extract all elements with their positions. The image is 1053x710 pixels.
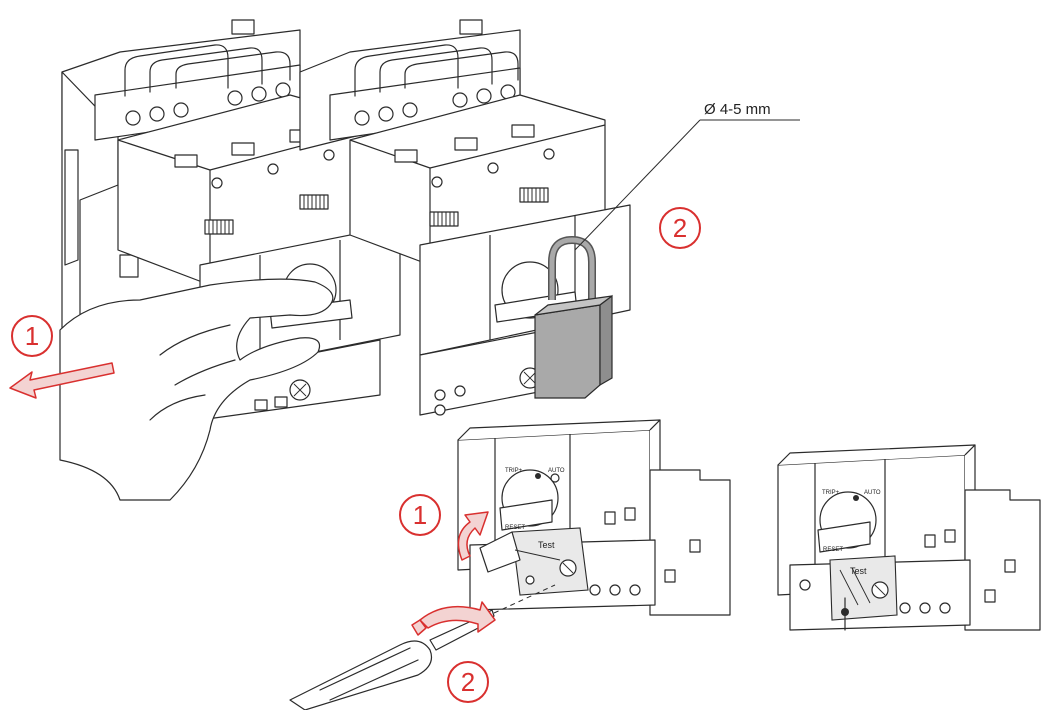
- left-motor-circuit-breaker: [59, 19, 401, 501]
- right-reset-marking: RESET: [823, 547, 843, 553]
- pull-arrow: [9, 362, 115, 399]
- shackle-diameter-label: Ø 4-5 mm: [704, 101, 771, 118]
- callout-top-left-number: 1: [25, 321, 39, 351]
- right-breaker-sealed-cover: [777, 444, 1041, 631]
- right-test-marking: Test: [850, 566, 867, 576]
- center-trip-marking: TRIP+: [505, 468, 523, 474]
- dimension-leader: [574, 119, 800, 251]
- center-test-marking: Test: [538, 540, 555, 550]
- callout-bottom-second: 2: [447, 661, 489, 703]
- callout-bottom-second-number: 2: [461, 667, 475, 697]
- center-auto-marking: AUTO: [548, 468, 565, 474]
- right-motor-circuit-breaker: [299, 19, 631, 416]
- right-trip-marking: TRIP+: [822, 490, 840, 496]
- right-auto-marking: AUTO: [864, 490, 881, 496]
- callout-top-right-number: 2: [673, 213, 687, 243]
- center-breaker-test-cover: [289, 419, 731, 710]
- callout-bottom-first-number: 1: [413, 500, 427, 530]
- callout-top-right: 2: [659, 207, 701, 249]
- center-reset-marking: RESET: [505, 525, 525, 531]
- callout-bottom-first: 1: [399, 494, 441, 536]
- callout-top-left: 1: [11, 315, 53, 357]
